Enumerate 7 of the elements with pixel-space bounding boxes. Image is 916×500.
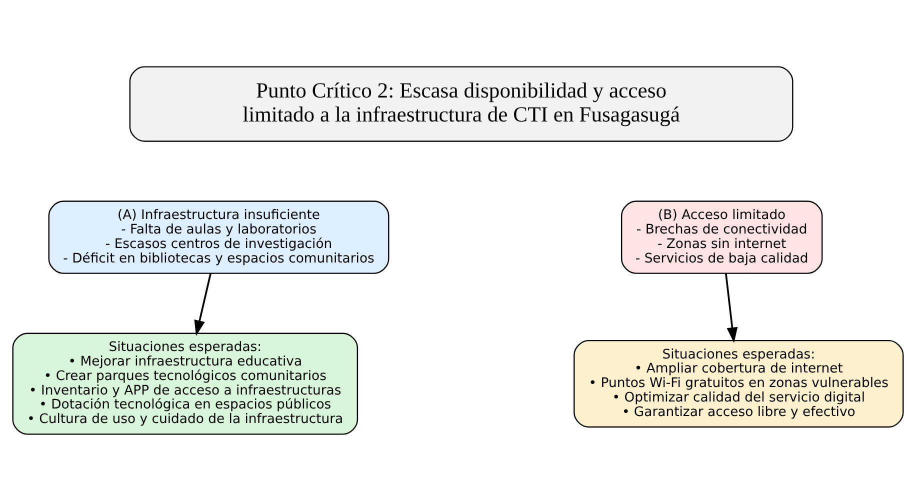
arrow	[725, 272, 738, 343]
node-box: (A) Infraestructura insuficiente - Falta de aulas y laboratorios - Escasos centros de investigación - Déficit en bibliotecas y espacios comunitarios	[48, 200, 390, 274]
node-box: Punto Crítico 2: Escasa disponibilidad y acceso limitado a la infraestructura de CTI en Fusagasugá	[129, 66, 794, 142]
node-box: (B) Acceso limitado - Brechas de conectividad - Zonas sin internet - Servicios de baja calidad	[620, 200, 823, 274]
node-box: Situaciones esperadas: • Mejorar infraestructura educativa • Crear parques tecnológicos comunitarios • Inventario y APP de acceso a infraestructuras • Dotación tecnológica en espacios públicos • Cultura de uso y cuidado de la infraestructura	[12, 332, 358, 434]
arrow	[194, 272, 212, 336]
node-box: Situaciones esperadas: • Ampliar cobertura de internet • Puntos Wi-Fi gratuitos en zonas vulnerables • Optimizar calidad del servicio digital • Garantizar acceso libre y efectivo	[574, 339, 904, 428]
